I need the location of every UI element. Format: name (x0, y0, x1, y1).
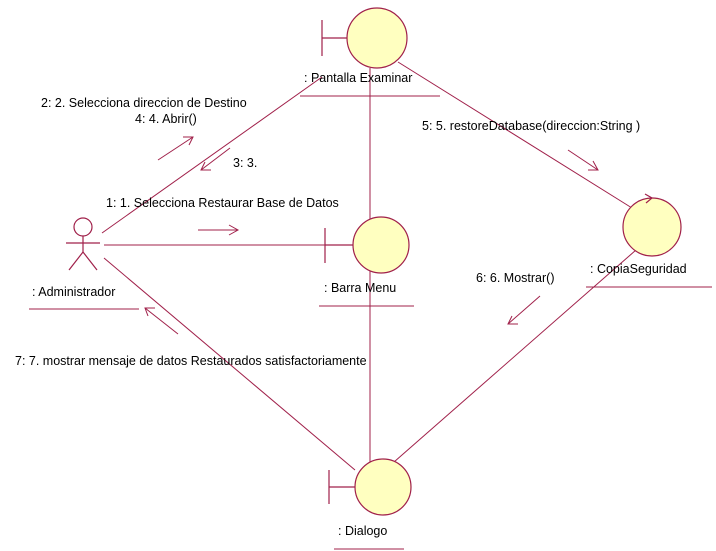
arrow-msg-1 (198, 224, 240, 236)
actor-administrador[interactable]: : Administrador (29, 217, 139, 310)
message-label-6: 6: 6. Mostrar() (476, 271, 555, 285)
control-object-copia-seguridad[interactable]: : CopiaSeguridad (586, 193, 712, 288)
boundary-circle-icon (354, 458, 412, 516)
boundary-object-barra-menu[interactable]: : Barra Menu (319, 216, 414, 307)
message-label-3: 3: 3. (233, 156, 257, 170)
control-arrowhead-icon (644, 193, 654, 204)
link-admin-dialogo (103, 257, 356, 471)
boundary-object-pantalla-examinar[interactable]: : Pantalla Examinar (300, 7, 440, 97)
link-admin-pantalla (101, 76, 323, 234)
message-label-4: 4: 4. Abrir() (135, 112, 197, 126)
link-copia-dialogo (393, 249, 637, 463)
message-label-5: 5: 5. restoreDatabase(direccion:String ) (422, 119, 640, 133)
message-arrows (144, 136, 599, 335)
arrow-msg-7 (144, 307, 179, 335)
message-label-1: 1: 1. Selecciona Restaurar Base de Datos (106, 196, 339, 210)
associations (101, 61, 637, 471)
message-labels: 1: 1. Selecciona Restaurar Base de Datos… (15, 96, 640, 368)
boundary-object-dialogo[interactable]: : Dialogo (328, 458, 412, 550)
object-label-dialogo: : Dialogo (338, 524, 387, 538)
object-label-admin: : Administrador (32, 285, 115, 299)
arrow-msg-6 (507, 295, 541, 325)
boundary-circle-icon (352, 216, 410, 274)
actor-left-leg (68, 251, 84, 271)
arrow-msg-5 (567, 149, 599, 171)
object-label-barra: : Barra Menu (324, 281, 396, 295)
actor-right-leg (82, 251, 98, 271)
control-circle-icon (622, 197, 682, 257)
object-label-pantalla: : Pantalla Examinar (304, 71, 412, 85)
boundary-circle-icon (346, 7, 408, 69)
link-pantalla-copia (397, 61, 633, 209)
message-label-2: 2: 2. Selecciona direccion de Destino (41, 96, 247, 110)
arrow-msg-2 (157, 136, 194, 161)
object-label-copia: : CopiaSeguridad (590, 262, 687, 276)
message-label-7: 7: 7. mostrar mensaje de datos Restaurad… (15, 354, 367, 368)
arrow-msg-3 (200, 147, 231, 171)
